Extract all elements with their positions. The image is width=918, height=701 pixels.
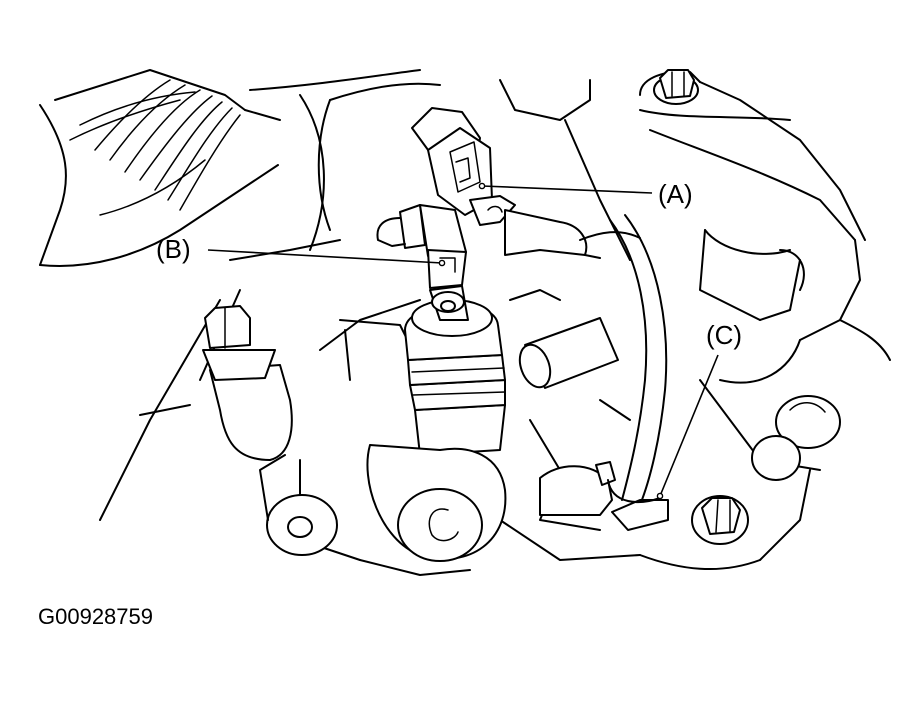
leader-a	[481, 185, 653, 194]
leader-b-endpoint	[438, 259, 446, 267]
leader-c-endpoint	[656, 492, 664, 500]
leader-c	[659, 354, 719, 497]
right-cap	[751, 395, 841, 481]
connector-b	[376, 204, 467, 289]
side-cylinder	[518, 317, 619, 389]
ribbed-hose	[39, 69, 281, 267]
bottom-right-bolt	[691, 495, 749, 545]
harness-clamp-c	[539, 461, 669, 531]
connector-a	[411, 107, 601, 259]
callout-leaders	[207, 182, 719, 500]
top-right-bolt	[653, 69, 699, 105]
leader-b	[207, 249, 443, 264]
callout-label-c: (C)	[706, 320, 742, 350]
figure-id: G00928759	[38, 604, 153, 629]
callout-label-a: (A)	[658, 179, 693, 209]
leader-a-endpoint	[478, 182, 486, 190]
left-injector	[202, 305, 338, 556]
solenoid-valve	[366, 285, 507, 562]
wiring-harness	[579, 214, 668, 506]
callout-label-b: (B)	[156, 234, 191, 264]
